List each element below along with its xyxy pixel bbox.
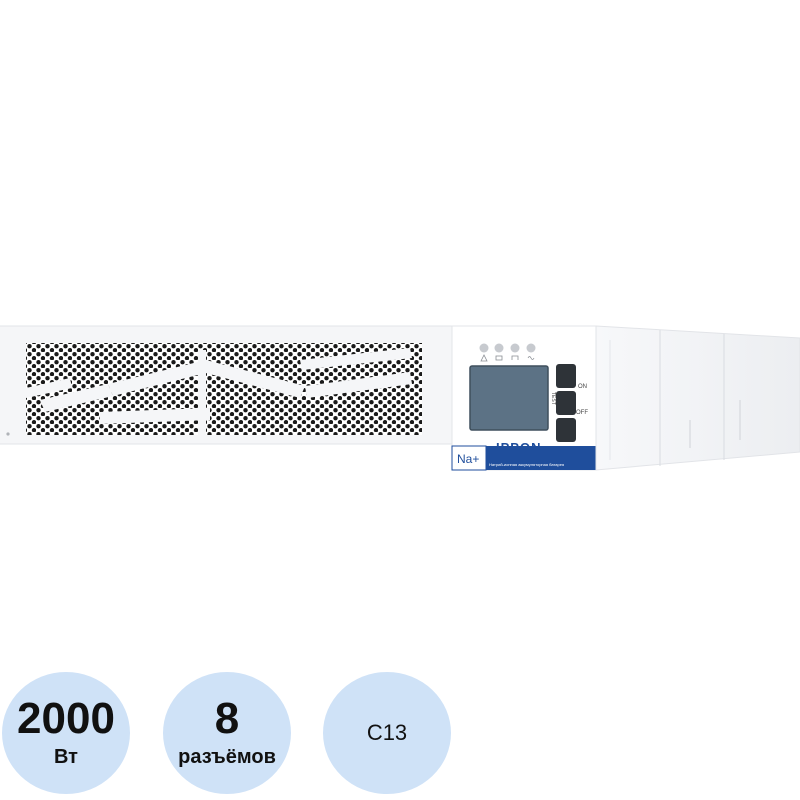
led-battery xyxy=(494,343,504,353)
on-label: ON xyxy=(578,384,587,390)
lcd-display xyxy=(469,365,549,431)
power-value: 2000 xyxy=(17,694,115,743)
function-button[interactable] xyxy=(556,418,576,442)
model-badge: Na+ xyxy=(457,452,479,466)
control-panel: ON OFF TEST IPPON Na+ Натрий-ионная акку… xyxy=(451,325,597,471)
led-bypass xyxy=(510,343,520,353)
socket-type: C13 xyxy=(366,720,408,745)
outlets-unit: разъёмов xyxy=(178,746,276,768)
led-ac xyxy=(526,343,536,353)
bypass-icon xyxy=(511,355,519,360)
spec-badge-power: 2000 Вт xyxy=(2,672,130,794)
led-warning xyxy=(479,343,489,353)
outlets-value: 8 xyxy=(214,694,240,743)
off-button[interactable] xyxy=(556,391,576,415)
model-badge-box xyxy=(451,445,487,471)
warning-icon xyxy=(480,354,488,362)
on-button[interactable] xyxy=(556,364,576,388)
side-body xyxy=(595,325,800,471)
power-unit: Вт xyxy=(54,746,78,768)
test-label: TEST xyxy=(550,392,556,405)
spec-badge-socket-type: C13 xyxy=(323,672,451,794)
spec-badge-outlets: 8 разъёмов xyxy=(163,672,291,794)
grille-decor-bars xyxy=(26,348,412,438)
battery-icon xyxy=(495,355,503,361)
off-label: OFF xyxy=(576,410,588,416)
screw-dot xyxy=(6,432,10,436)
ac-icon xyxy=(527,356,535,360)
panel-caption: Натрий-ионная аккумуляторная батарея xyxy=(489,462,564,467)
front-grille-panel xyxy=(0,325,452,445)
indicator-leds xyxy=(479,343,536,362)
